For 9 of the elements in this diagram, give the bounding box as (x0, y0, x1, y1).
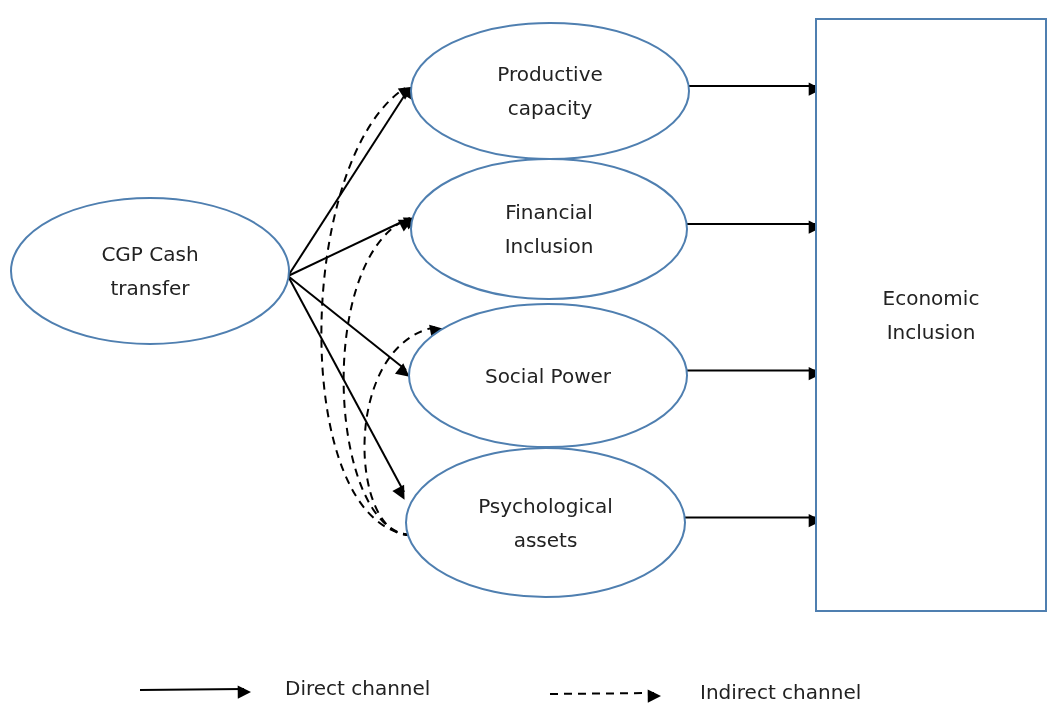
legend-label: Indirect channel (700, 680, 862, 704)
node-label: Psychological assets (477, 492, 614, 554)
node-label: Social Power (484, 362, 612, 390)
node-label: Financial Inclusion (503, 199, 595, 260)
node-label: Economic Inclusion (881, 285, 981, 346)
node-label: CGP Cash transfer (100, 241, 200, 302)
dashed-arrow (363, 325, 444, 536)
node-label: Productive capacity (496, 61, 604, 122)
legend-label: Direct channel (285, 676, 431, 700)
